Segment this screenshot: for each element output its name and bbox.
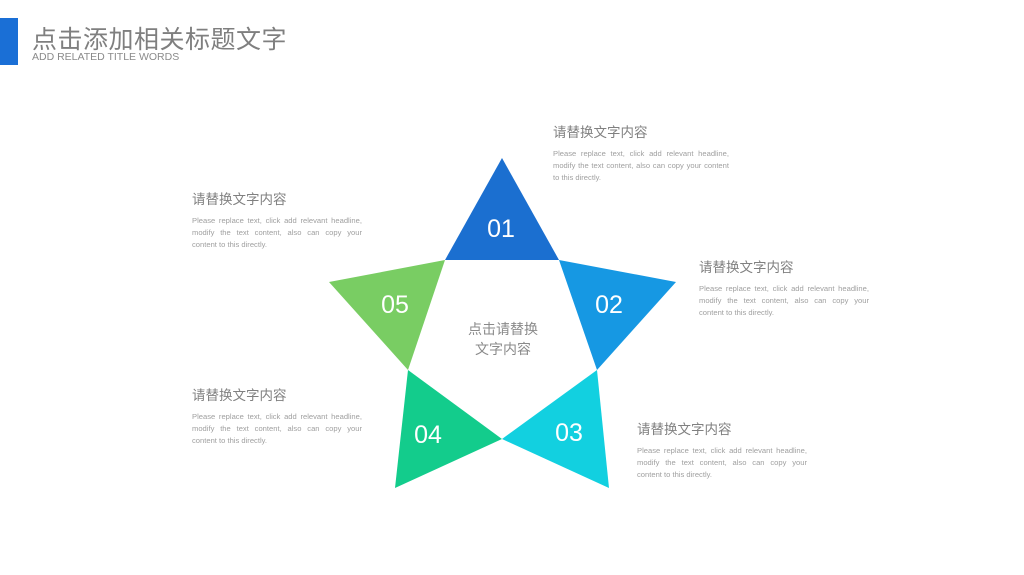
text-block-01-title[interactable]: 请替换文字内容 bbox=[553, 125, 648, 141]
segment-number-04: 04 bbox=[414, 421, 442, 449]
segment-number-02: 02 bbox=[595, 291, 623, 319]
segment-number-05: 05 bbox=[381, 291, 409, 319]
text-block-01-body[interactable]: Please replace text, click add relevant … bbox=[553, 149, 729, 182]
center-text-line1[interactable]: 点击请替换 bbox=[468, 321, 538, 338]
text-block-04-title[interactable]: 请替换文字内容 bbox=[192, 388, 287, 404]
star-point-03[interactable] bbox=[502, 370, 609, 488]
text-block-02: 请替换文字内容 Please replace text, click add r… bbox=[699, 256, 869, 318]
text-block-05-title[interactable]: 请替换文字内容 bbox=[192, 192, 287, 208]
segment-number-01: 01 bbox=[487, 215, 515, 243]
text-block-05: 请替换文字内容 Please replace text, click add r… bbox=[192, 188, 362, 250]
text-block-04-body[interactable]: Please replace text, click add relevant … bbox=[192, 412, 362, 445]
text-block-03-title[interactable]: 请替换文字内容 bbox=[637, 422, 732, 438]
star-point-04[interactable] bbox=[395, 370, 502, 488]
page-subtitle[interactable]: ADD RELATED TITLE WORDS bbox=[32, 51, 180, 63]
star-point-01[interactable] bbox=[445, 158, 559, 260]
star-point-05[interactable] bbox=[329, 260, 445, 370]
text-block-02-body[interactable]: Please replace text, click add relevant … bbox=[699, 284, 869, 317]
text-block-01: 请替换文字内容 Please replace text, click add r… bbox=[553, 121, 729, 183]
segment-number-03: 03 bbox=[555, 419, 583, 447]
text-block-03-body[interactable]: Please replace text, click add relevant … bbox=[637, 446, 807, 479]
center-text-line2[interactable]: 文字内容 bbox=[475, 341, 531, 358]
title-accent-bar bbox=[0, 18, 18, 65]
text-block-02-title[interactable]: 请替换文字内容 bbox=[699, 260, 794, 276]
star-point-02[interactable] bbox=[559, 260, 676, 370]
text-block-03: 请替换文字内容 Please replace text, click add r… bbox=[637, 418, 807, 480]
page-title[interactable]: 点击添加相关标题文字 bbox=[32, 25, 288, 54]
text-block-04: 请替换文字内容 Please replace text, click add r… bbox=[192, 384, 362, 446]
text-block-05-body[interactable]: Please replace text, click add relevant … bbox=[192, 216, 362, 249]
